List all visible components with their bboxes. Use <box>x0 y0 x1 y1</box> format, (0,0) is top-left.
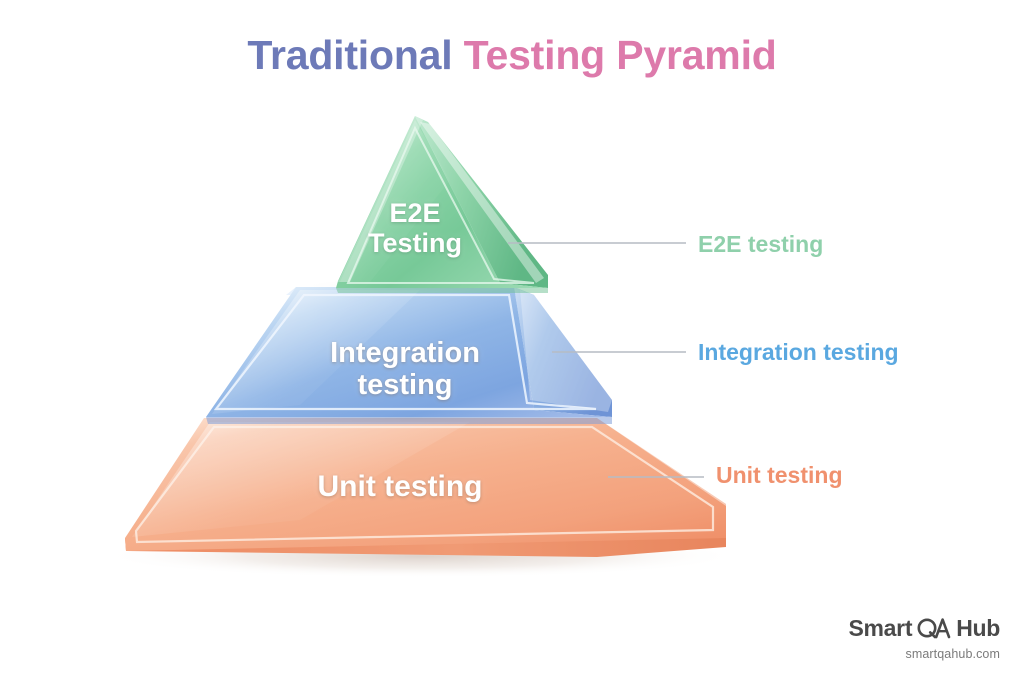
title-part-testing-pyramid: Testing Pyramid <box>463 32 777 78</box>
page-title: Traditional Testing Pyramid <box>0 32 1024 79</box>
brand-word-smart: Smart <box>848 614 913 641</box>
pyramid-layer-e2e[interactable] <box>300 116 548 294</box>
integration-gloss-highlight <box>212 290 420 414</box>
callout-label-unit: Unit testing <box>716 462 843 488</box>
integration-right-edge-highlight <box>520 290 612 412</box>
e2e-base-slab <box>336 288 548 293</box>
brand-wordmark: Smart Hub <box>848 616 1000 640</box>
pyramid-layer-unit[interactable] <box>125 418 726 557</box>
brand-word-hub: Hub <box>956 614 1000 641</box>
integration-base-slab <box>206 417 612 424</box>
unit-inner-bevel <box>134 425 715 544</box>
unit-right-edge-highlight <box>597 418 726 506</box>
title-part-traditional: Traditional <box>247 32 464 78</box>
callout-label-integration: Integration testing <box>698 339 899 365</box>
e2e-side-face <box>415 116 548 288</box>
pyramid-layer-integration[interactable] <box>200 287 620 428</box>
brand-logo: Smart Hub smartqahub.com <box>848 616 1000 661</box>
qa-monogram-icon <box>917 618 951 639</box>
unit-gloss-highlight <box>132 422 470 537</box>
brand-url: smartqahub.com <box>905 647 1000 661</box>
callout-label-e2e: E2E testing <box>698 231 824 257</box>
brand-qa-mark <box>916 616 952 640</box>
callout-connectors <box>508 242 704 478</box>
e2e-gloss-highlight <box>340 120 450 282</box>
